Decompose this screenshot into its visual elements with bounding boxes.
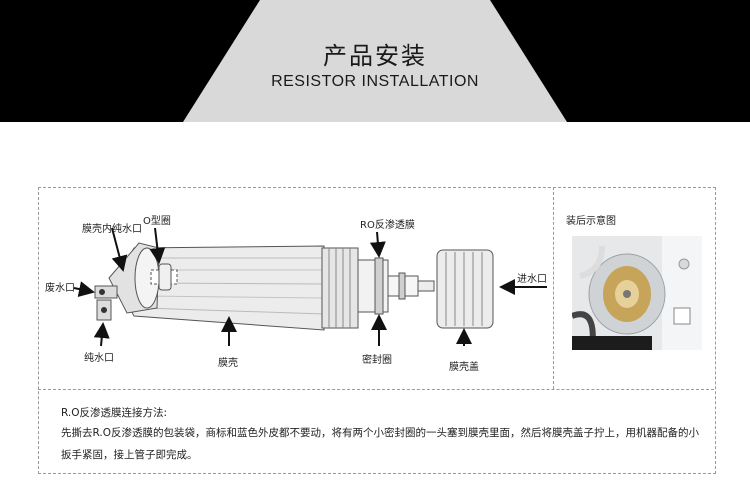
arrow-o-ring xyxy=(149,227,166,264)
after-install-title: 装后示意图 xyxy=(566,216,616,227)
label-ro-membrane: RO反渗透膜 xyxy=(360,220,415,231)
shell-thread xyxy=(321,247,359,329)
shell-cap xyxy=(436,249,494,329)
label-water-inlet: 进水口 xyxy=(517,274,547,285)
page-title: 产品安装 xyxy=(323,42,427,70)
frame-divider-vertical xyxy=(553,187,554,389)
arrow-waste-water xyxy=(73,281,95,297)
label-o-ring: O型圈 xyxy=(143,216,171,227)
membrane-shell-body xyxy=(123,245,325,331)
instructions-body: 先撕去R.O反渗透膜的包装袋，商标和蓝色外皮都不要动，将有两个小密封圈的一头塞到… xyxy=(61,427,700,461)
label-shell-cap: 膜壳盖 xyxy=(449,362,479,373)
membrane-diagram xyxy=(73,227,547,347)
arrow-shell-pure-water xyxy=(111,227,128,272)
inner-tube xyxy=(150,263,178,291)
label-membrane-shell: 膜壳 xyxy=(218,358,238,369)
banner-trapezoid xyxy=(183,0,567,122)
ro-membrane-end xyxy=(357,257,435,315)
instructions-title: R.O反渗透膜连接方法: xyxy=(61,407,168,419)
label-seal-ring: 密封圈 xyxy=(362,355,392,366)
content-frame xyxy=(38,187,716,474)
label-waste-water: 废水口 xyxy=(45,283,75,294)
arrow-pure-water xyxy=(93,322,110,347)
frame-divider-horizontal xyxy=(38,389,714,390)
arrow-ro-membrane xyxy=(369,231,386,258)
header-banner xyxy=(0,0,750,122)
page-subtitle: RESISTOR INSTALLATION xyxy=(271,73,479,90)
label-shell-pure-water: 膜壳内纯水口 xyxy=(82,224,142,235)
label-pure-water: 纯水口 xyxy=(84,353,114,364)
pure-water-fitting xyxy=(96,299,112,321)
waste-water-fitting xyxy=(94,285,118,299)
title-panel xyxy=(183,0,567,122)
installed-photo xyxy=(572,236,702,350)
